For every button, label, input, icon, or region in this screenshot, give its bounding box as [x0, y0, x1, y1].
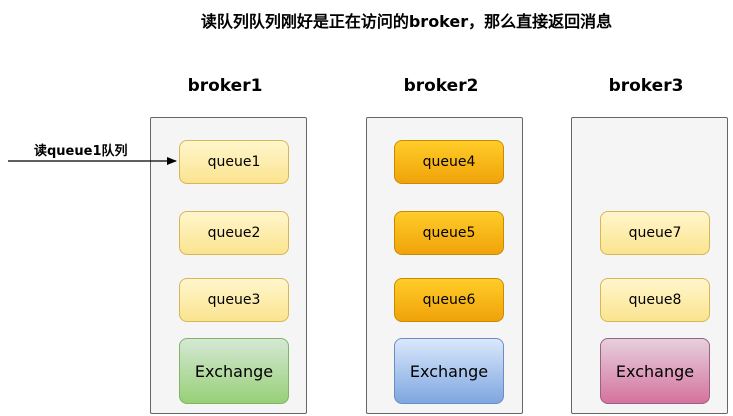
- broker2-exchange: Exchange: [394, 338, 504, 404]
- queue2-node: queue2: [179, 211, 289, 255]
- queue1-node: queue1: [179, 140, 289, 184]
- broker2-container: queue4 queue5 queue6 Exchange: [366, 117, 523, 414]
- queue6-node: queue6: [394, 278, 504, 322]
- diagram-title: 读队列队列刚好是正在访问的broker，那么直接返回消息: [200, 12, 613, 31]
- queue4-node: queue4: [394, 140, 504, 184]
- broker1-container: queue1 queue2 queue3 Exchange: [150, 117, 307, 414]
- broker3-label: broker3: [608, 76, 684, 96]
- queue5-node: queue5: [394, 211, 504, 255]
- arrow-label: 读queue1队列: [34, 144, 128, 159]
- broker3-container: queue7 queue8 Exchange: [571, 117, 728, 414]
- queue8-node: queue8: [600, 278, 710, 322]
- queue3-node: queue3: [179, 278, 289, 322]
- broker1-exchange: Exchange: [179, 338, 289, 404]
- queue7-node: queue7: [600, 211, 710, 255]
- broker2-label: broker2: [403, 76, 479, 96]
- broker1-label: broker1: [187, 76, 263, 96]
- broker3-exchange: Exchange: [600, 338, 710, 404]
